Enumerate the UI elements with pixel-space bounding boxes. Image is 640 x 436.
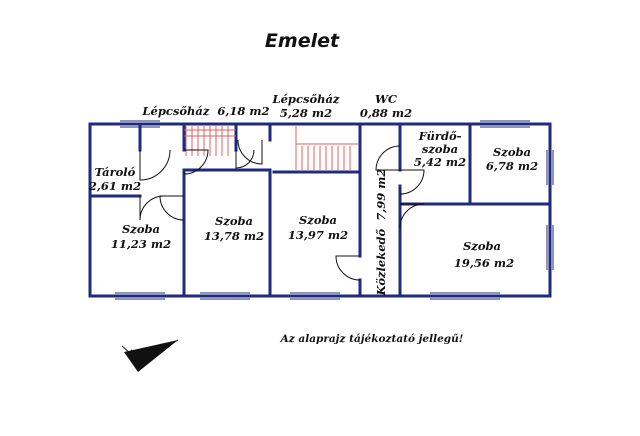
interior-walls [88, 122, 552, 298]
room-name-szoba-1: Szoba [122, 222, 160, 236]
stairs-1 [184, 126, 236, 156]
room-area-tarolo: 2,61 m2 [88, 179, 141, 193]
room-area-szoba-3: 13,97 m2 [288, 228, 348, 242]
door-swings [139, 139, 425, 281]
room-area-lepcsohaz-1: 6,18 m2 [217, 104, 269, 118]
disclaimer-note: Az alaprajz tájékoztató jellegű! [280, 332, 464, 345]
room-name-lepcsohaz-2: Lépcsőház [272, 92, 340, 106]
room-name-szoba-small: Szoba [493, 145, 531, 159]
stairs-2 [295, 126, 358, 170]
room-name-szoba-2: Szoba [215, 214, 253, 228]
room-name-kozlekedo: Közlekedő [374, 228, 388, 296]
room-name-szoba-4: Szoba [463, 239, 501, 253]
north-arrow-icon: N [121, 339, 179, 372]
room-area-furdo: 5,42 m2 [414, 155, 466, 169]
svg-text:Lépcsőház 6,18 m2: Lépcsőház 6,18 m2 [141, 104, 269, 118]
room-name-wc: WC [375, 92, 398, 106]
room-labels: Lépcsőház 6,18 m2 Lépcsőház 5,28 m2 WC 0… [88, 92, 538, 296]
room-name-lepcsohaz-1: Lépcsőház [141, 104, 209, 118]
room-area-wc: 0,88 m2 [360, 106, 412, 120]
page-title: Emelet [265, 30, 340, 52]
room-name-tarolo: Tároló [95, 165, 136, 179]
room-area-szoba-1: 11,23 m2 [111, 237, 171, 251]
room-name-szoba-3: Szoba [299, 213, 337, 227]
room-name-furdo-1: Fürdő- [418, 129, 462, 143]
room-area-kozlekedo: 7,99 m2 [374, 169, 388, 221]
room-area-szoba-4: 19,56 m2 [454, 256, 514, 270]
north-label: N [128, 349, 140, 360]
room-area-szoba-2: 13,78 m2 [204, 229, 264, 243]
windows [115, 120, 554, 300]
svg-text:Közlekedő 7,99 m2: Közlekedő 7,99 m2 [374, 169, 388, 297]
room-area-lepcsohaz-2: 5,28 m2 [280, 106, 332, 120]
outer-walls [88, 122, 552, 298]
room-area-szoba-small: 6,78 m2 [486, 159, 538, 173]
room-name-furdo-2: szoba [422, 142, 458, 156]
